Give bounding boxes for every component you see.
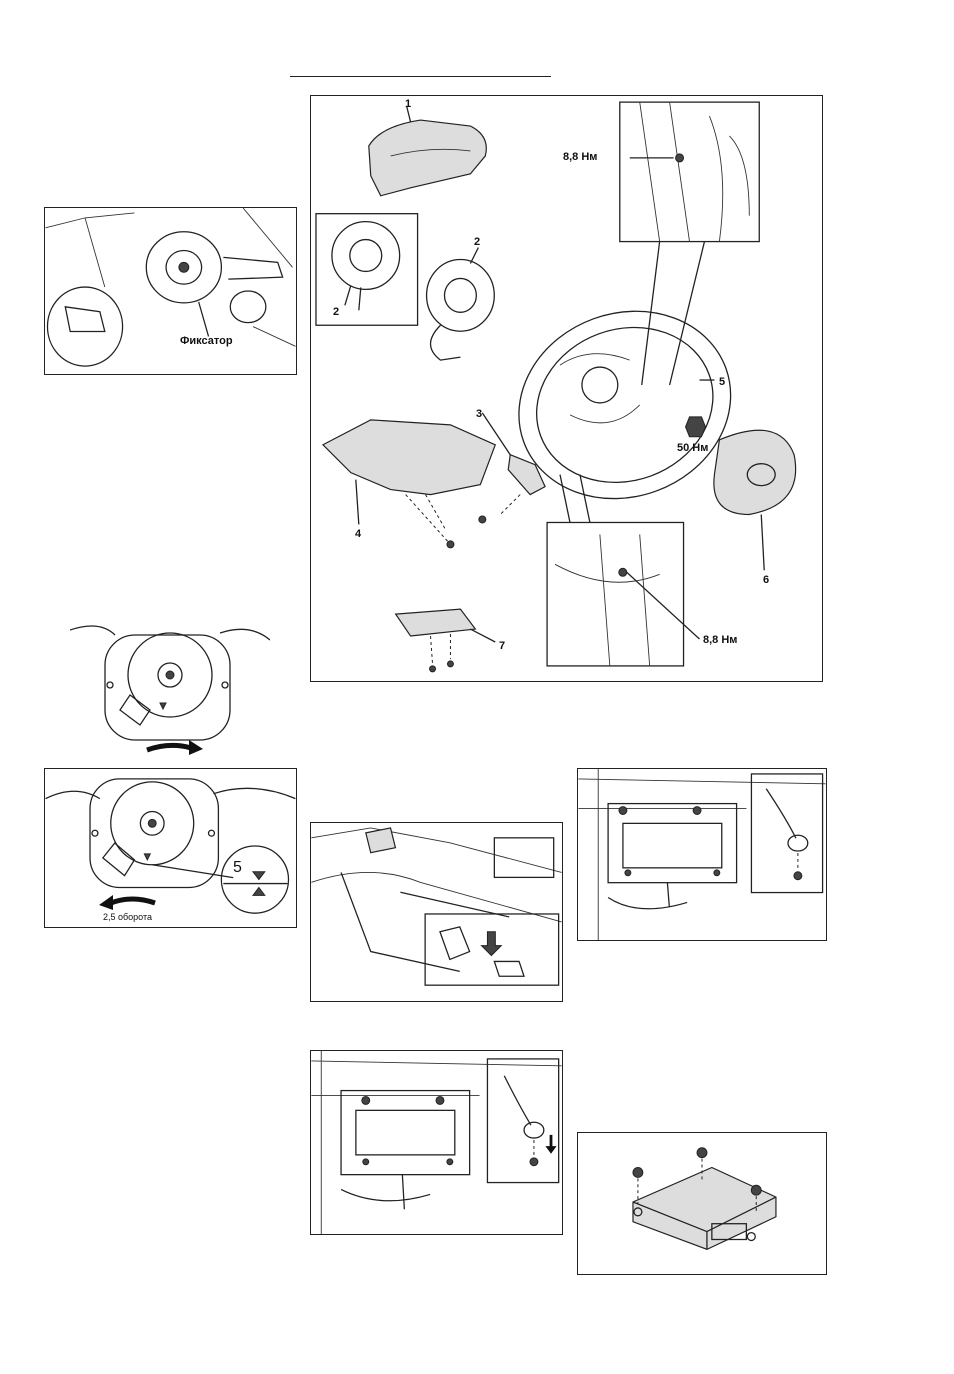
sensor-bracket-2-art (311, 1051, 562, 1234)
exploded-diagram-art (311, 96, 822, 681)
part-number-5: 5 (719, 376, 725, 388)
part-number-2: 2 (474, 236, 480, 248)
torque-label-nut: 50 Нм (677, 442, 708, 454)
control-unit-art (578, 1133, 826, 1274)
part-number-1: 1 (405, 98, 411, 110)
part-number-7: 7 (499, 640, 505, 652)
arrow-left-icon (97, 893, 157, 913)
sensor-bracket-1-art (578, 769, 826, 940)
airbag-control-unit (577, 1132, 827, 1275)
header-rule (290, 76, 551, 77)
sensor-bracket-photo-2 (310, 1050, 563, 1235)
torque-label-top: 8,8 Нм (563, 151, 597, 163)
mark-5-label: 5 (233, 859, 242, 877)
steering-exploded-diagram: 1 2 2 3 4 5 6 7 8,8 Нм 50 Нм 8,8 Нм (310, 95, 823, 682)
centering-figure-bottom: 5 2,5 оборота (44, 768, 297, 928)
centering-bottom-art (45, 769, 296, 927)
sensor-bracket-photo-1 (577, 768, 827, 941)
dashboard-art (311, 823, 562, 1001)
torque-label-bottom: 8,8 Нм (703, 634, 737, 646)
centering-figure-top (70, 615, 270, 765)
part-number-2-inset: 2 (333, 306, 339, 318)
arrow-right-icon (145, 738, 205, 758)
spiral-cable-photo: Фиксатор (44, 207, 297, 375)
arrow-down-icon (544, 1133, 558, 1155)
part-number-4: 4 (355, 528, 361, 540)
spiral-cable-art (45, 208, 296, 374)
turns-label: 2,5 оборота (103, 912, 152, 922)
part-number-6: 6 (763, 574, 769, 586)
dashboard-connector-photo (310, 822, 563, 1002)
fixator-label: Фиксатор (180, 335, 233, 347)
part-number-3: 3 (476, 408, 482, 420)
